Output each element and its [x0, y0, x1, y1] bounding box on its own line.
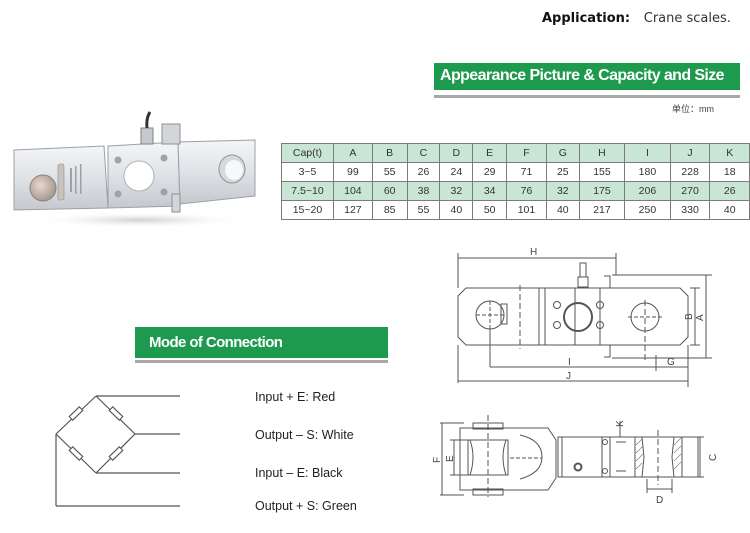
cell: 32 — [545, 181, 580, 201]
cell: 71 — [506, 162, 547, 182]
table-row: 3~5 99 55 26 24 29 71 25 155 180 228 18 — [281, 162, 750, 182]
header-j: J — [669, 143, 711, 163]
cell: 34 — [472, 181, 508, 201]
cell: 25 — [545, 162, 580, 182]
dim-label-i: I — [568, 357, 571, 368]
application-value: Crane scales. — [643, 11, 731, 26]
header-g: G — [545, 143, 580, 163]
cell: 228 — [669, 162, 711, 182]
top-view-drawing: H I J G B A — [457, 247, 712, 387]
dim-label-k: K — [615, 420, 626, 427]
header-d: D — [439, 143, 474, 163]
header-e: E — [472, 143, 508, 163]
capacity-size-table: Cap(t) A B C D E F G H I J K 3~5 99 55 2… — [281, 143, 750, 220]
bridge-circuit-diagram — [55, 395, 180, 507]
wire-label-input-plus: Input + E: Red — [255, 390, 336, 404]
dim-label-g: G — [667, 357, 675, 368]
appearance-section-divider — [434, 95, 740, 98]
cell: 270 — [669, 181, 711, 201]
cell: 104 — [332, 181, 373, 201]
cell: 40 — [545, 200, 580, 220]
connection-section-title: Mode of Connection — [149, 334, 283, 351]
cell: 99 — [332, 162, 373, 182]
cell: 101 — [506, 200, 547, 220]
dim-label-e: E — [445, 455, 456, 462]
appearance-section-header: Appearance Picture & Capacity and Size — [434, 63, 740, 90]
connection-section-header: Mode of Connection — [135, 327, 388, 358]
cell: 50 — [472, 200, 508, 220]
connection-section-divider — [135, 360, 388, 363]
cell: 26 — [406, 162, 441, 182]
cell: 55 — [406, 200, 441, 220]
product-photo — [13, 111, 256, 228]
dim-label-c: C — [708, 454, 719, 461]
cell: 76 — [506, 181, 547, 201]
dim-label-d: D — [656, 495, 663, 505]
header-k: K — [709, 143, 750, 163]
appearance-section-title: Appearance Picture & Capacity and Size — [440, 67, 725, 84]
cell: 330 — [669, 200, 711, 220]
cell: 40 — [439, 200, 474, 220]
cell: 250 — [624, 200, 671, 220]
cell: 127 — [332, 200, 373, 220]
cell: 18 — [709, 162, 750, 182]
cell: 38 — [406, 181, 441, 201]
cell: 206 — [624, 181, 671, 201]
header-a: A — [332, 143, 373, 163]
cell: 175 — [578, 181, 626, 201]
cell: 7.5~10 — [281, 181, 334, 201]
cell: 217 — [578, 200, 626, 220]
cell: 60 — [371, 181, 408, 201]
cell: 3~5 — [281, 162, 334, 182]
header-c: C — [406, 143, 441, 163]
header-b: B — [371, 143, 408, 163]
cell: 85 — [371, 200, 408, 220]
cell: 40 — [709, 200, 750, 220]
cell: 15~20 — [281, 200, 334, 220]
wire-label-output-minus: Output – S: White — [255, 428, 354, 442]
cell: 180 — [624, 162, 671, 182]
table-row: 15~20 127 85 55 40 50 101 40 217 250 330… — [281, 200, 750, 220]
header-i: I — [624, 143, 671, 163]
wire-label-input-minus: Input – E: Black — [255, 466, 343, 480]
table-row: 7.5~10 104 60 38 32 34 76 32 175 206 270… — [281, 181, 750, 201]
cell: 32 — [439, 181, 474, 201]
cell: 155 — [578, 162, 626, 182]
header-h: H — [578, 143, 626, 163]
application-line: Application: Crane scales. — [542, 10, 731, 26]
header-f: F — [506, 143, 547, 163]
table-header-row: Cap(t) A B C D E F G H I J K — [281, 143, 750, 163]
cell: 26 — [709, 181, 750, 201]
dim-label-a: A — [695, 314, 706, 321]
cell: 24 — [439, 162, 474, 182]
dim-label-h: H — [530, 247, 537, 258]
wire-label-output-plus: Output + S: Green — [255, 499, 357, 513]
unit-note: 单位：mm — [672, 104, 714, 114]
dim-label-f: F — [432, 457, 443, 463]
cell: 29 — [472, 162, 508, 182]
dim-label-j: J — [566, 371, 571, 382]
application-label: Application: — [542, 11, 631, 26]
header-cap: Cap(t) — [281, 143, 334, 163]
side-view-drawing: F E K D C — [432, 415, 719, 505]
cell: 55 — [371, 162, 408, 182]
dim-label-b: B — [684, 313, 695, 320]
